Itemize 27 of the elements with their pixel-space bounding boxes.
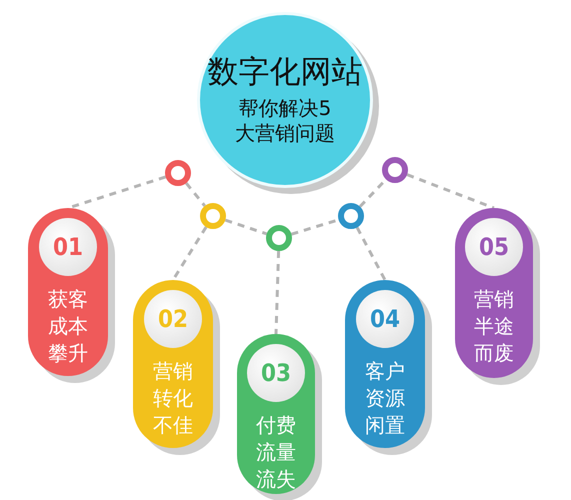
pill-card bbox=[133, 280, 213, 448]
card-text: 客户资源闲置 bbox=[364, 358, 406, 439]
connector-line bbox=[185, 182, 206, 207]
pill-card bbox=[237, 334, 315, 494]
ring-marker bbox=[200, 203, 226, 229]
pill-card bbox=[455, 208, 533, 378]
card-text: 营销转化不佳 bbox=[152, 358, 194, 439]
number-badge: 01 bbox=[39, 218, 97, 276]
ring-marker bbox=[165, 160, 191, 186]
number-badge: 02 bbox=[144, 290, 202, 348]
number-badge: 04 bbox=[356, 290, 414, 348]
ring-marker bbox=[382, 157, 408, 183]
ring-marker bbox=[338, 203, 364, 229]
number-badge: 03 bbox=[247, 344, 305, 402]
title: 数字化网站 bbox=[208, 54, 362, 92]
connector-line bbox=[406, 173, 495, 210]
card-text: 营销半途而废 bbox=[473, 286, 515, 367]
subtitle: 帮你解决5大营销问题 bbox=[234, 96, 336, 146]
pill-card bbox=[345, 280, 425, 448]
number-badge: 05 bbox=[465, 218, 523, 276]
ring-marker bbox=[266, 225, 292, 251]
card-text: 获客成本攀升 bbox=[47, 286, 89, 367]
card-text: 付费流量流失 bbox=[255, 412, 297, 493]
connector-line bbox=[224, 218, 268, 236]
connector-line bbox=[274, 250, 280, 334]
pill-card bbox=[28, 208, 108, 376]
connector-line bbox=[356, 226, 386, 281]
